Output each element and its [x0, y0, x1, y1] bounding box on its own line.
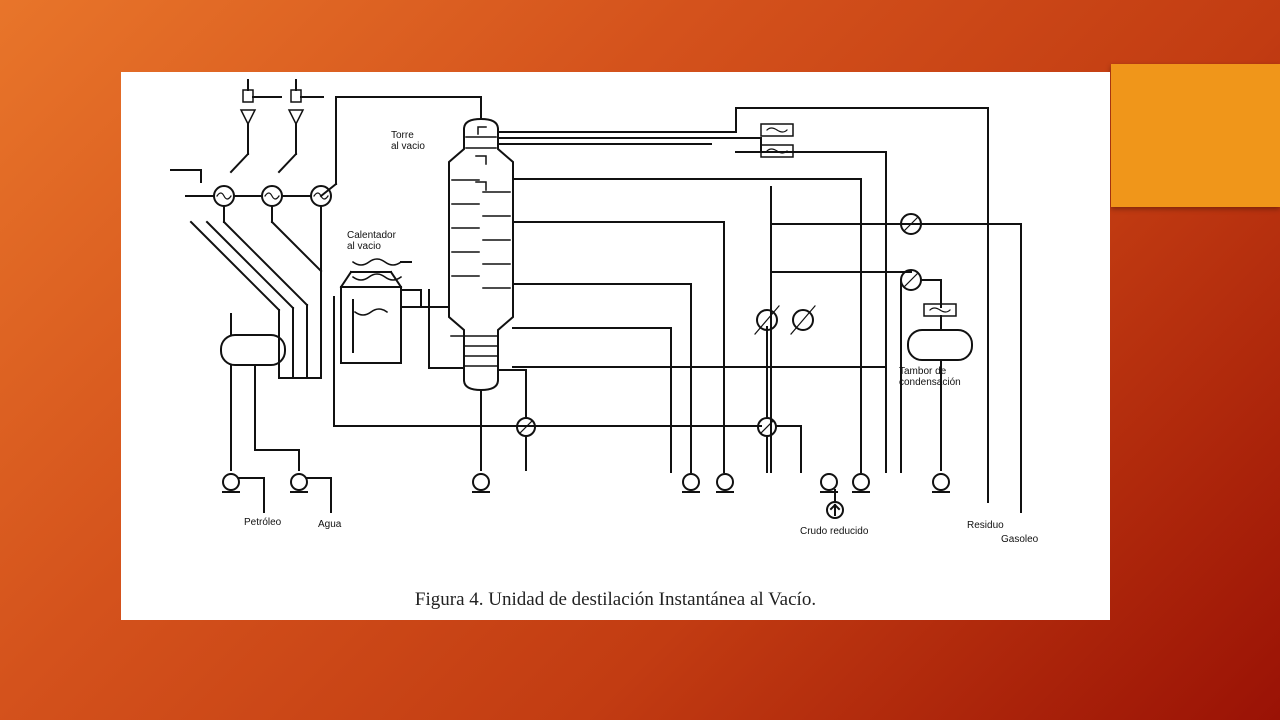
crude-label: Crudo reducido: [800, 526, 869, 537]
separator-drum: [220, 313, 300, 471]
pumps-left: [222, 473, 332, 513]
oil-label: Petróleo: [244, 517, 282, 528]
drain-lines: [189, 220, 323, 379]
heater-label: Calentador al vacio: [347, 230, 396, 252]
ejector-system: [170, 79, 332, 379]
process-diagram: [170, 79, 1022, 519]
water-label: Agua: [318, 519, 342, 530]
trim-coolers: [754, 305, 816, 335]
tower-label: Torre al vacio: [391, 130, 425, 152]
pumps-right: [472, 473, 950, 519]
accent-box: [1111, 64, 1280, 207]
vacuum-tower: [448, 117, 514, 392]
vacuum-heater: [333, 258, 542, 427]
bottom-lines: [480, 326, 802, 473]
right-condensers: [900, 213, 1022, 513]
overhead-lines: [319, 96, 989, 503]
drum-label: Tambor de condensación: [899, 366, 961, 388]
process-diagram-figure: Torre al vacio Calentador al vacio Tambo…: [121, 72, 1110, 620]
figure-caption: Figura 4. Unidad de destilación Instantá…: [414, 589, 817, 610]
gasoil-label: Gasoleo: [1001, 534, 1039, 545]
residue-label: Residuo: [967, 520, 1004, 531]
